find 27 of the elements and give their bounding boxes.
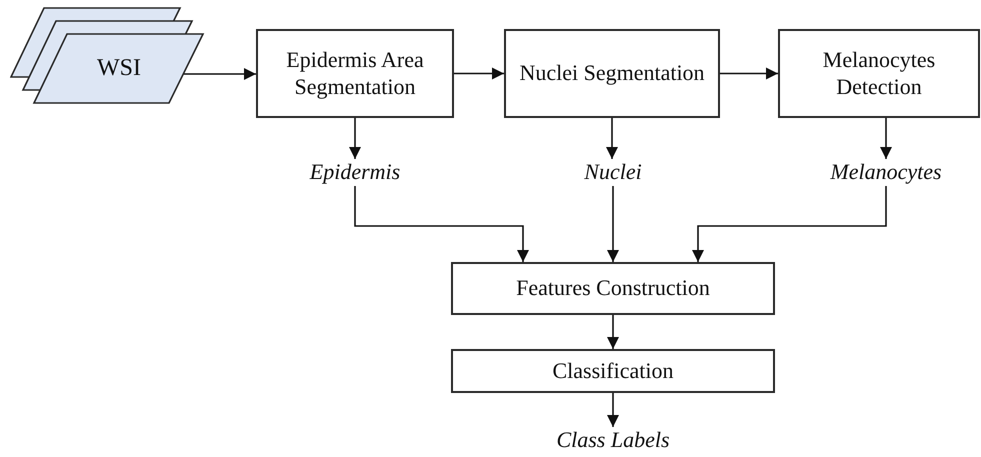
arrow bbox=[880, 118, 892, 159]
process-label: Nuclei Segmentation bbox=[519, 60, 705, 87]
document-stack bbox=[10, 7, 205, 105]
arrow bbox=[607, 393, 619, 427]
arrow bbox=[183, 68, 256, 80]
arrow bbox=[692, 186, 887, 262]
arrow bbox=[607, 315, 619, 349]
arrow bbox=[349, 118, 361, 159]
process-label: Features Construction bbox=[516, 275, 710, 302]
output-label: Epidermis bbox=[310, 159, 400, 186]
process-label: Melanocytes Detection bbox=[822, 47, 936, 100]
arrow bbox=[454, 68, 504, 80]
process-box bbox=[778, 29, 980, 118]
output-label: Melanocytes bbox=[830, 159, 942, 186]
process-label: Classification bbox=[552, 358, 674, 384]
process-box bbox=[256, 29, 454, 118]
arrow bbox=[607, 186, 619, 262]
process-box bbox=[451, 349, 775, 393]
process-box bbox=[451, 262, 775, 315]
process-label: Epidermis Area Segmentation bbox=[285, 47, 425, 100]
arrow bbox=[354, 186, 529, 262]
output-label: Class Labels bbox=[556, 427, 670, 454]
node-label: WSI bbox=[96, 54, 142, 83]
output-label: Nuclei bbox=[584, 159, 642, 186]
arrow bbox=[720, 68, 778, 80]
arrow bbox=[606, 118, 618, 159]
process-box bbox=[504, 29, 720, 118]
